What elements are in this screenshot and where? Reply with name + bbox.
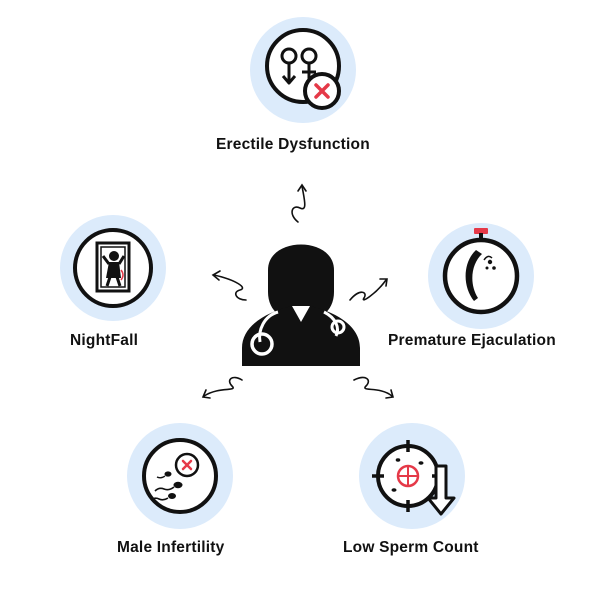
arrow-to-premature-ejaculation <box>349 278 388 301</box>
male-infertility-label: Male Infertility <box>117 539 225 556</box>
gender-symbols-with-cross-icon <box>265 28 341 110</box>
premature-ejaculation-label: Premature Ejaculation <box>388 332 556 349</box>
sperm-egg-cross-icon <box>142 438 218 514</box>
male-infertility-node <box>127 423 233 529</box>
nightfall-label: NightFall <box>70 332 139 349</box>
person-in-bed-icon <box>73 228 153 308</box>
arrow-to-nightfall <box>211 270 247 301</box>
nightfall-node <box>60 215 166 321</box>
stopwatch-icon <box>442 228 520 315</box>
arrow-to-male-infertility <box>201 376 243 399</box>
arrow-to-low-sperm-count <box>353 376 395 399</box>
low-sperm-count-node <box>359 423 465 529</box>
doctor-stethoscope-icon <box>242 244 360 366</box>
low-sperm-count-label: Low Sperm Count <box>343 539 479 556</box>
erectile-dysfunction-label: Erectile Dysfunction <box>216 136 370 153</box>
premature-ejaculation-node <box>428 223 534 329</box>
arrow-to-erectile-dysfunction <box>291 183 307 223</box>
target-down-arrow-icon <box>372 440 456 516</box>
erectile-dysfunction-node <box>250 17 356 123</box>
